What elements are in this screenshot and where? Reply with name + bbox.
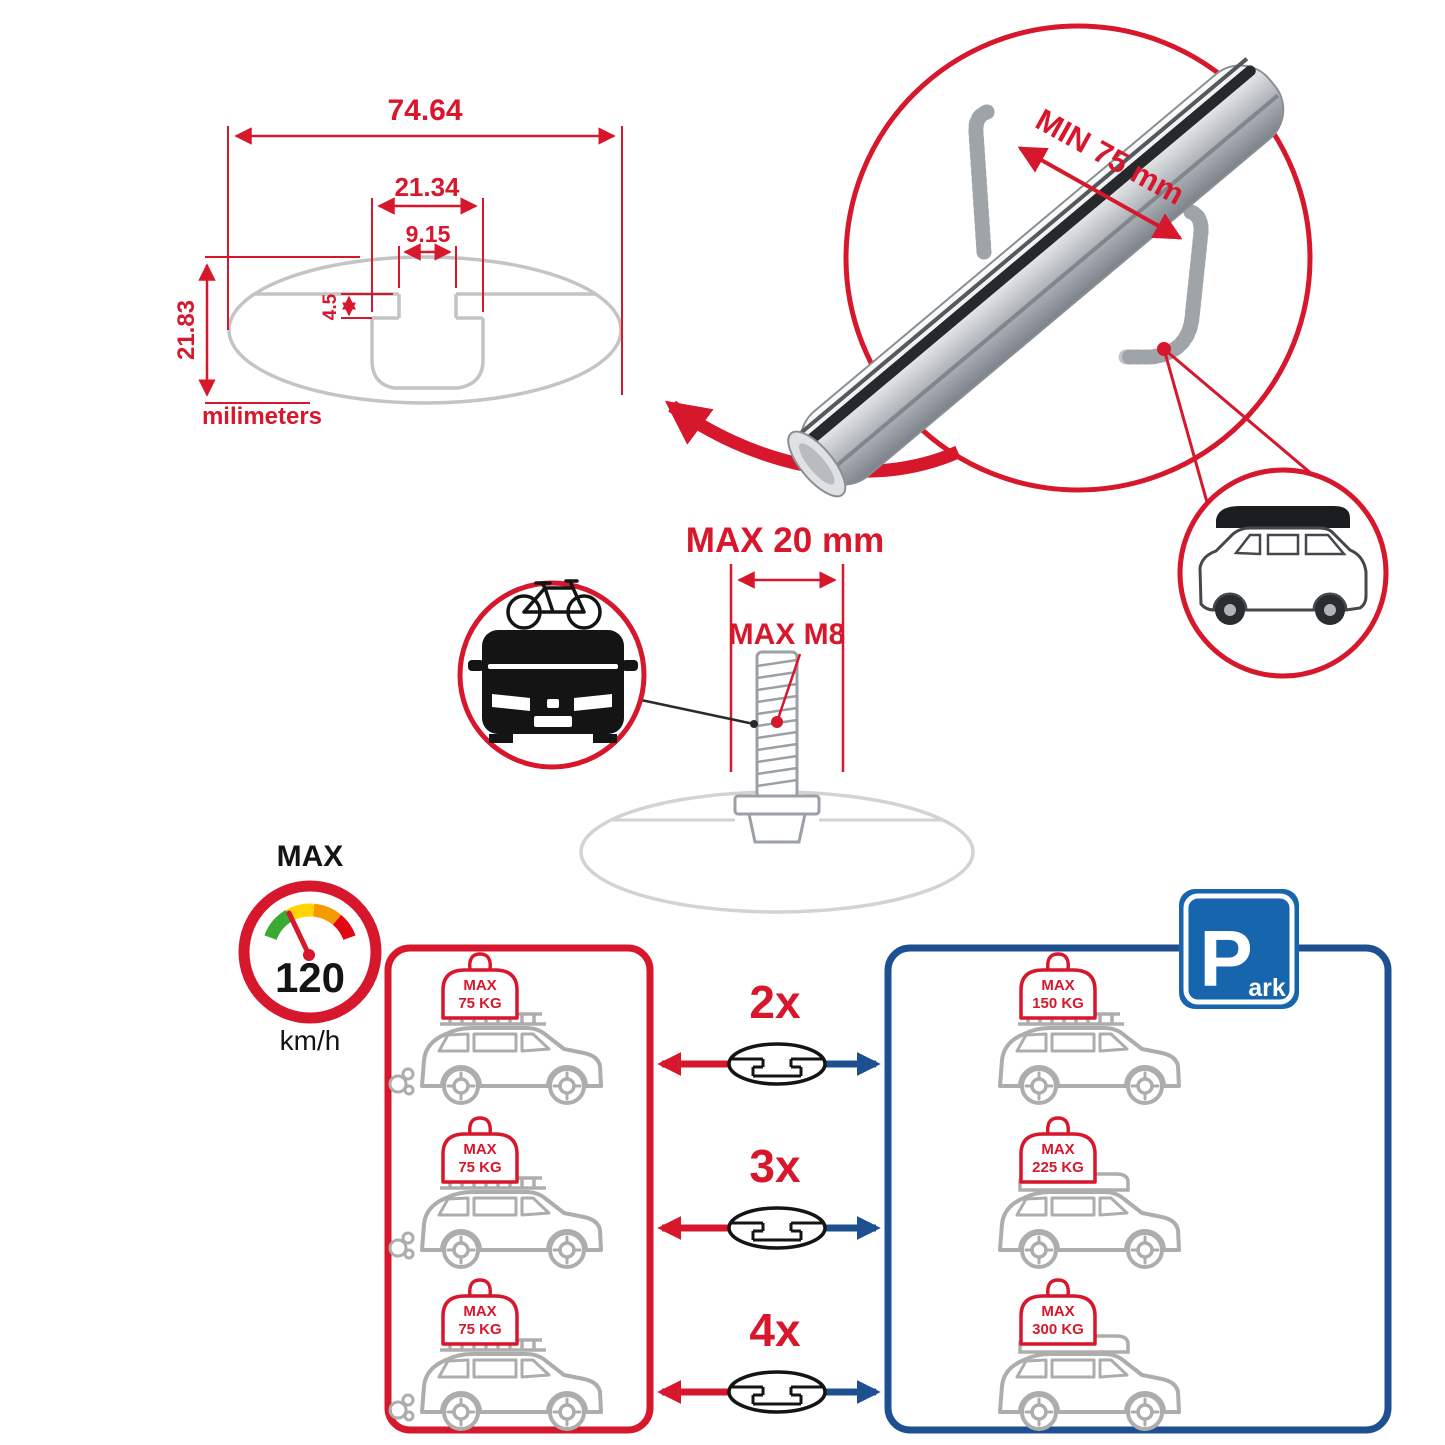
svg-text:225 KG: 225 KG <box>1032 1159 1084 1176</box>
parked-load-panel: P ark MAX 150 KG MAX 225 KG <box>884 889 1392 1434</box>
multiplier-label: 4x <box>749 1304 801 1356</box>
driving-car-row-1: MAX 75 KG <box>388 952 601 1103</box>
svg-text:75 KG: 75 KG <box>458 1321 501 1338</box>
bolt <box>733 650 821 844</box>
bar-groove-bottom <box>829 93 1280 473</box>
load-tag: MAX 225 KG <box>1019 1116 1097 1184</box>
profile-cross-section-diagram: 74.64 21.34 9.15 4.5 21.83 milimeters <box>173 94 623 430</box>
speed-gauge: MAX 120 km/h <box>238 840 382 1056</box>
connector-dot <box>750 720 758 728</box>
speed-value: 120 <box>275 954 345 1001</box>
grille-emblem <box>547 699 559 708</box>
svg-text:MAX: MAX <box>1041 1303 1074 1320</box>
gauge-needle-hub <box>303 949 315 961</box>
parked-car-row-3: MAX 300 KG <box>1000 1278 1179 1429</box>
bar-magnifier-circle: MIN 75 mm <box>787 23 1353 521</box>
multiplier-rows: 2x 3x 4x <box>657 976 881 1414</box>
parked-car-row-2: MAX 225 KG <box>1000 1116 1179 1267</box>
clamp-hook-front <box>968 104 995 260</box>
wheel-stub <box>593 734 617 743</box>
parking-letter: P <box>1199 914 1252 1003</box>
multiplier-label: 3x <box>749 1140 801 1192</box>
profile-ellipse <box>227 255 623 405</box>
load-tag: MAX 75 KG <box>441 1116 519 1184</box>
windshield-line <box>488 664 618 669</box>
parking-sign-border <box>1183 893 1295 1005</box>
multiplier-label: 2x <box>749 976 801 1028</box>
dim-slot-width-label: 9.15 <box>406 221 451 247</box>
thread-leader-dot <box>771 716 783 728</box>
driving-load-panel: MAX 75 KG MAX 75 KG MAX 75 KG <box>384 944 654 1434</box>
driving-car-row-2: MAX 75 KG <box>388 1116 601 1267</box>
dim-ext-slot-depth <box>341 293 393 319</box>
units-label: milimeters <box>202 403 322 430</box>
svg-text:MAX: MAX <box>463 1141 496 1158</box>
dim-total-width-label: 74.64 <box>387 94 462 127</box>
crossbar-profile-icon <box>727 1370 827 1414</box>
multiplier-row-1: 2x <box>657 976 881 1086</box>
dim-ext-bolt-width <box>729 564 845 772</box>
bike-icon <box>506 579 602 630</box>
crossbar-profile-icon <box>727 1206 827 1250</box>
min-span-arrow <box>1017 146 1183 240</box>
bolt-max-width-label: MAX 20 mm <box>686 521 884 560</box>
bolt-tnut-base <box>747 812 807 844</box>
dim-ext-total-height <box>205 256 360 404</box>
bar-groove-top <box>798 57 1249 436</box>
svg-text:300 KG: 300 KG <box>1032 1321 1084 1338</box>
dim-slot-depth-label: 4.5 <box>320 293 341 320</box>
bolt-slot-diagram: MAX 20 mm MAX M8 <box>579 521 975 914</box>
headlight-left <box>492 694 530 711</box>
load-tag: MAX 75 KG <box>441 1278 519 1346</box>
multiplier-row-3: 4x <box>657 1304 881 1414</box>
speed-unit: km/h <box>280 1025 341 1056</box>
dim-ext-slot-width <box>398 246 457 288</box>
svg-text:75 KG: 75 KG <box>458 1159 501 1176</box>
profile-tslot-lines <box>255 292 595 390</box>
svg-text:MAX: MAX <box>1041 977 1074 994</box>
magnifier-ring <box>843 23 1313 493</box>
dim-ext-total-width <box>227 126 623 395</box>
driving-car-row-3: MAX 75 KG <box>388 1278 601 1429</box>
wheel-stub <box>489 734 513 743</box>
dim-cavity-width-label: 21.34 <box>394 172 460 202</box>
load-tag: MAX 300 KG <box>1019 1278 1097 1346</box>
load-tag: MAX 75 KG <box>441 952 519 1020</box>
parked-panel-border <box>884 944 1392 1434</box>
svg-text:MAX: MAX <box>463 1303 496 1320</box>
svg-text:150 KG: 150 KG <box>1032 995 1084 1012</box>
bar-end-core <box>798 443 835 485</box>
svg-text:75 KG: 75 KG <box>458 995 501 1012</box>
bolt-tnut <box>733 794 821 816</box>
headlight-right <box>574 694 612 711</box>
crossbar-profile-icon <box>727 1042 827 1086</box>
thread-leader-line <box>775 653 802 723</box>
bike-circle-connector <box>640 698 755 726</box>
parking-suffix: ark <box>1248 974 1286 1002</box>
roofbox-car <box>1198 506 1368 625</box>
svg-text:MAX: MAX <box>463 977 496 994</box>
dim-total-height-label: 21.83 <box>173 300 200 360</box>
license-plate <box>534 716 572 727</box>
car-windows <box>1233 533 1347 556</box>
roof-box <box>1216 506 1350 528</box>
bolt-threads <box>756 658 798 788</box>
car-front-icon <box>468 630 638 743</box>
bike-car-circle <box>457 579 758 770</box>
parking-sign: P ark <box>1179 889 1299 1009</box>
svg-text:MAX: MAX <box>1041 1141 1074 1158</box>
bar-tslot-channel <box>805 65 1256 446</box>
multiplier-row-2: 3x <box>657 1140 881 1250</box>
gauge-needle <box>286 910 312 958</box>
roofbox-car-circle <box>1177 467 1389 679</box>
speed-gauge-title: MAX <box>277 840 344 873</box>
load-tag: MAX 150 KG <box>1019 952 1097 1020</box>
bolt-max-thread-label: MAX M8 <box>729 618 846 651</box>
parked-car-row-1: MAX 150 KG <box>1000 952 1179 1103</box>
